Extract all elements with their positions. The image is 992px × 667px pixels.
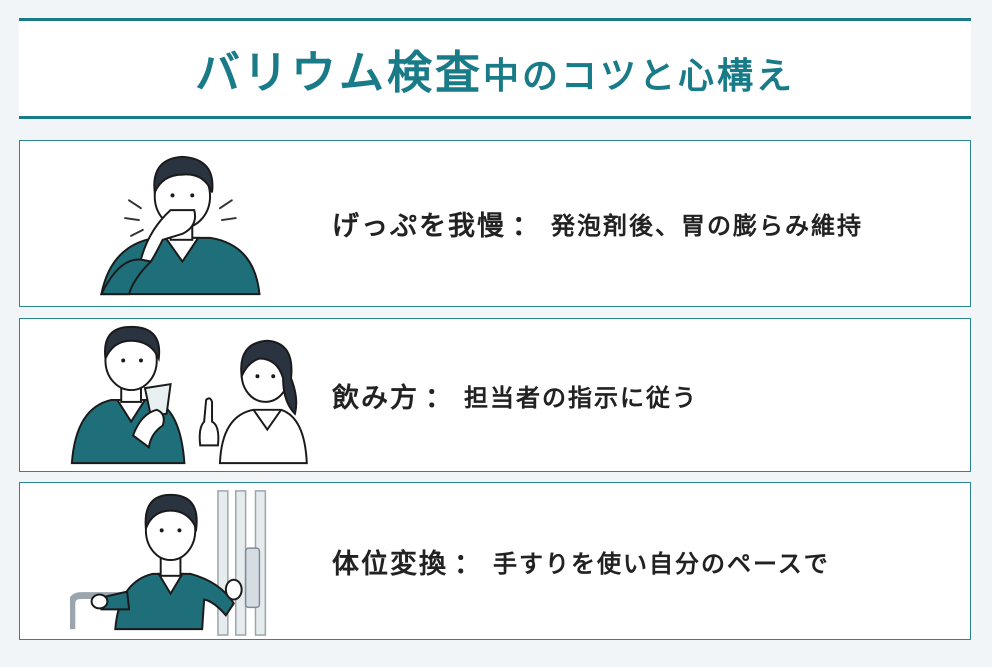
tip-card-drinking: 飲み方： 担当者の指示に従う	[19, 318, 971, 472]
title-banner: バリウム検査中のコツと心構え	[19, 18, 971, 119]
man-drinking-and-nurse-pointing-icon	[70, 325, 308, 465]
tip-text-position: 体位変換： 手すりを使い自分のペースで	[332, 483, 830, 639]
tip-separator: ：	[512, 211, 541, 242]
tip-heading: 体位変換	[332, 548, 448, 580]
tip-heading: げっぷを我慢	[332, 211, 506, 242]
tip-detail: 発泡剤後、胃の膨らみ維持	[551, 212, 863, 240]
title-main: バリウム検査	[194, 46, 483, 99]
man-holding-handrails-icon	[70, 490, 267, 636]
tip-separator: ：	[454, 548, 483, 580]
tip-card-burp: げっぷを我慢： 発泡剤後、胃の膨らみ維持	[19, 140, 971, 307]
tip-heading: 飲み方	[332, 382, 419, 414]
tip-card-position: 体位変換： 手すりを使い自分のペースで	[19, 482, 971, 640]
tip-separator: ：	[425, 382, 454, 414]
man-covering-mouth-icon	[99, 155, 261, 296]
tip-detail: 担当者の指示に従う	[464, 383, 698, 412]
title-rest: 中のコツと心構え	[483, 56, 796, 97]
tip-detail: 手すりを使い自分のペースで	[493, 549, 830, 578]
page-title: バリウム検査中のコツと心構え	[195, 36, 795, 101]
tip-text-drinking: 飲み方： 担当者の指示に従う	[332, 319, 698, 471]
tip-text-burp: げっぷを我慢： 発泡剤後、胃の膨らみ維持	[332, 141, 863, 306]
